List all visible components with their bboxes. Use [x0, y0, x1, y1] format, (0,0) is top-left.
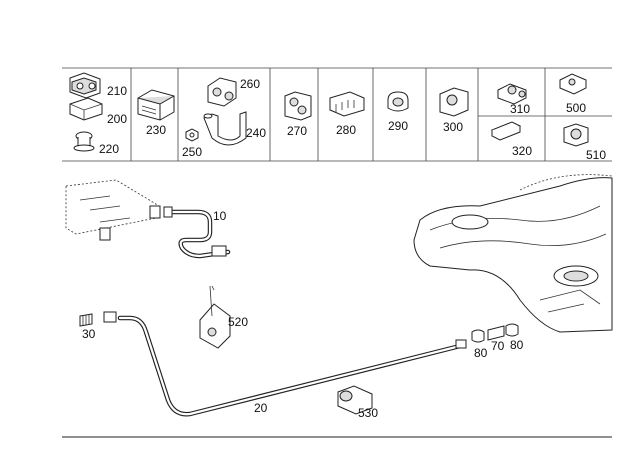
part-200-bracket — [69, 97, 103, 121]
callout-290: 290 — [388, 119, 408, 133]
callout-320: 320 — [512, 144, 532, 158]
callout-520: 520 — [228, 315, 248, 329]
callout-200: 200 — [107, 112, 127, 126]
callout-20: 20 — [254, 401, 268, 415]
pipe-20 — [117, 315, 467, 417]
part-290-clamp — [387, 91, 409, 112]
fuel-tank — [413, 174, 613, 333]
callout-30: 30 — [82, 327, 96, 341]
callout-510: 510 — [586, 148, 606, 162]
callout-500: 500 — [566, 101, 586, 115]
callout-530: 530 — [358, 406, 378, 420]
callout-270: 270 — [287, 124, 307, 138]
part-220-grommet — [73, 131, 95, 152]
callout-280: 280 — [336, 123, 356, 137]
part-500-clip — [559, 73, 587, 95]
callout-210: 210 — [107, 84, 127, 98]
part-310-clip — [497, 83, 527, 105]
pipe-10 — [163, 206, 231, 259]
part-300-block — [439, 87, 469, 117]
part-510-clip — [563, 123, 589, 147]
part-80-clamp-left — [471, 329, 485, 343]
part-260-double-clip — [207, 77, 237, 107]
callout-220: 220 — [99, 142, 119, 156]
part-530-damper — [337, 385, 373, 415]
part-70-hose — [487, 325, 505, 341]
callout-300: 300 — [443, 120, 463, 134]
callout-70: 70 — [491, 339, 505, 353]
part-30-fitting — [79, 311, 117, 327]
part-210-clip — [69, 72, 101, 99]
part-230-block — [137, 89, 175, 121]
part-320-sleeve — [490, 121, 522, 141]
part-80-clamp-right — [505, 323, 519, 337]
callout-80-right: 80 — [510, 338, 524, 352]
part-520-bracket — [199, 285, 231, 349]
callout-240: 240 — [246, 126, 266, 140]
part-250-nut — [185, 128, 199, 142]
part-240-bracket — [203, 111, 247, 146]
callout-230: 230 — [146, 123, 166, 137]
fuel-rail — [65, 179, 161, 241]
callout-10: 10 — [213, 209, 227, 223]
parts-table-grid — [62, 67, 612, 162]
callout-310: 310 — [510, 102, 530, 116]
callout-80-left: 80 — [474, 346, 488, 360]
callout-260: 260 — [240, 77, 260, 91]
part-280-clip — [329, 91, 365, 117]
callout-250: 250 — [182, 145, 202, 159]
part-270-clip — [284, 91, 312, 121]
